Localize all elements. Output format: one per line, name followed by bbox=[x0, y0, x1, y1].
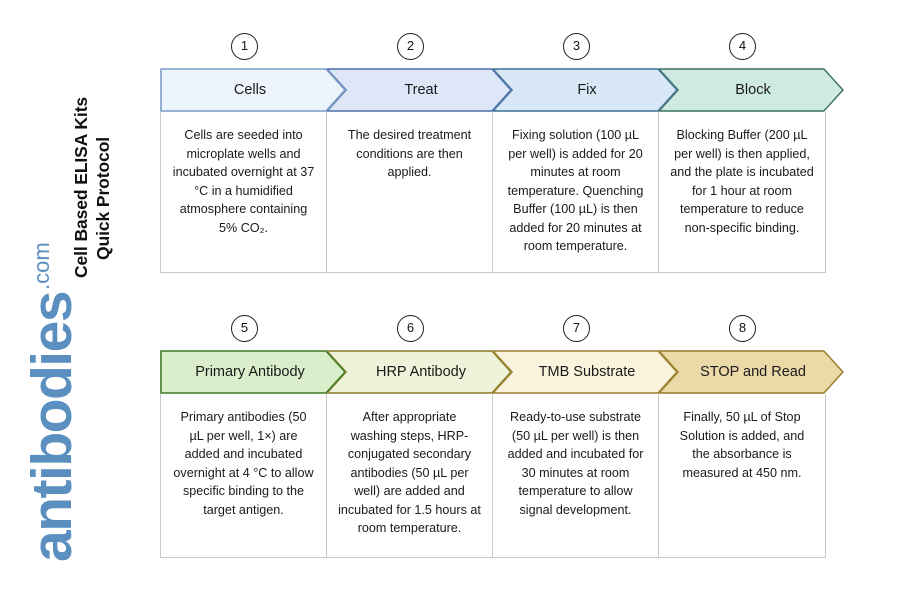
step-label: STOP and Read bbox=[700, 364, 806, 380]
step-description-cell: Cells are seeded into microplate wells a… bbox=[161, 112, 327, 272]
step-label: Cells bbox=[233, 82, 267, 98]
step-number-badge: 7 bbox=[563, 315, 590, 342]
step-description-text: Ready-to-use substrate (50 µL per well) … bbox=[507, 410, 644, 517]
step-number-badge: 2 bbox=[397, 33, 424, 60]
step-label: TMB Substrate bbox=[538, 364, 636, 380]
chevron-fill bbox=[326, 350, 512, 394]
protocol-row-1: 1 2 3 4 Cells Treat Fix Block Cells are … bbox=[160, 30, 850, 273]
step-description-grid-1: Cells are seeded into microplate wells a… bbox=[160, 112, 826, 273]
chevron-fill bbox=[658, 350, 844, 394]
chevron-fill bbox=[492, 350, 678, 394]
step-description-text: After appropriate washing steps, HRP-con… bbox=[338, 410, 481, 535]
step-number-badge: 8 bbox=[729, 315, 756, 342]
step-description-text: The desired treatment conditions are the… bbox=[347, 128, 472, 179]
step-label: Block bbox=[735, 82, 771, 98]
step-number-badge: 1 bbox=[231, 33, 258, 60]
step-description-text: Primary antibodies (50 µL per well, 1×) … bbox=[173, 410, 314, 517]
step-chevron-tmb-substrate[interactable]: TMB Substrate bbox=[492, 350, 678, 394]
step-description-text: Blocking Buffer (200 µL per well) is the… bbox=[670, 128, 814, 235]
antibodies-logo[interactable]: antibodies.com bbox=[20, 0, 114, 562]
step-description-text: Fixing solution (100 µL per well) is add… bbox=[507, 128, 644, 253]
step-number-group-2: 5 6 7 8 bbox=[160, 312, 826, 350]
step-number-badge: 3 bbox=[563, 33, 590, 60]
step-chevron-primary-antibody[interactable]: Primary Antibody bbox=[160, 350, 346, 394]
step-chevron-block[interactable]: Block bbox=[658, 68, 844, 112]
step-number-group-1: 1 2 3 4 bbox=[160, 30, 826, 68]
step-label: Primary Antibody bbox=[195, 364, 305, 380]
step-label: Fix bbox=[577, 82, 597, 98]
protocol-row-2: 5 6 7 8 Primary Antibody HRP Antibody TM… bbox=[160, 312, 850, 558]
step-description-cell: Blocking Buffer (200 µL per well) is the… bbox=[659, 112, 825, 272]
step-description-cell: Fixing solution (100 µL per well) is add… bbox=[493, 112, 659, 272]
step-chevron-stop-and-read[interactable]: STOP and Read bbox=[658, 350, 844, 394]
logo-tld: .com bbox=[29, 242, 54, 290]
chevron-fill bbox=[160, 350, 346, 394]
step-label: HRP Antibody bbox=[375, 364, 466, 380]
step-chevron-hrp-antibody[interactable]: HRP Antibody bbox=[326, 350, 512, 394]
step-description-grid-2: Primary antibodies (50 µL per well, 1×) … bbox=[160, 394, 826, 558]
chevron-band-2: Primary Antibody HRP Antibody TMB Substr… bbox=[160, 350, 850, 394]
chevron-fill bbox=[160, 68, 346, 112]
step-description-cell: Finally, 50 µL of Stop Solution is added… bbox=[659, 394, 825, 557]
chevron-fill bbox=[492, 68, 678, 112]
step-description-cell: Ready-to-use substrate (50 µL per well) … bbox=[493, 394, 659, 557]
step-description-cell: Primary antibodies (50 µL per well, 1×) … bbox=[161, 394, 327, 557]
step-chevron-treat[interactable]: Treat bbox=[326, 68, 512, 112]
chevron-fill bbox=[326, 68, 512, 112]
step-description-text: Cells are seeded into microplate wells a… bbox=[172, 128, 315, 235]
chevron-band-1: Cells Treat Fix Block bbox=[160, 68, 850, 112]
step-number-badge: 5 bbox=[231, 315, 258, 342]
step-chevron-cells[interactable]: Cells bbox=[160, 68, 346, 112]
step-number-badge: 4 bbox=[729, 33, 756, 60]
step-description-cell: The desired treatment conditions are the… bbox=[327, 112, 493, 272]
step-number-badge: 6 bbox=[397, 315, 424, 342]
logo-wordmark: antibodies bbox=[20, 291, 84, 562]
branding-column: Cell Based ELISA Kits Quick Protocol ant… bbox=[0, 0, 155, 594]
step-description-cell: After appropriate washing steps, HRP-con… bbox=[327, 394, 493, 557]
step-chevron-fix[interactable]: Fix bbox=[492, 68, 678, 112]
chevron-fill bbox=[658, 68, 844, 112]
step-description-text: Finally, 50 µL of Stop Solution is added… bbox=[679, 410, 805, 480]
step-label: Treat bbox=[404, 82, 438, 98]
